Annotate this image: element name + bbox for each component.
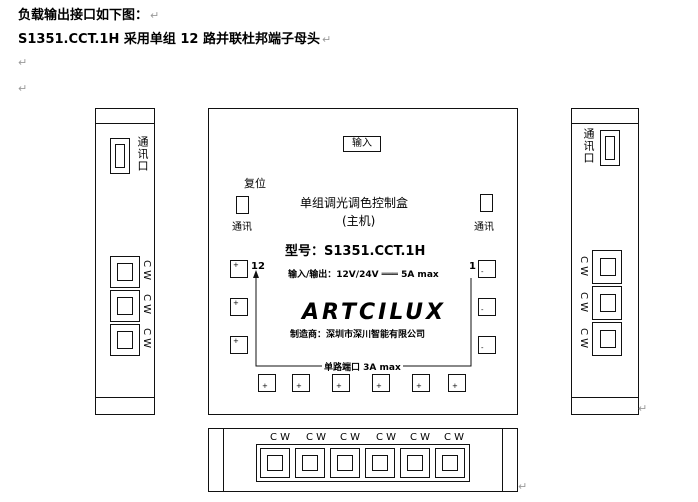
cw-connector-bottom-4	[365, 448, 395, 478]
ports-label: 单路端口 3A max	[322, 360, 403, 373]
heading-text: S1351.CCT.1H 采用单组 12 路并联杜邦端子母头	[18, 32, 320, 47]
heading-model-description: S1351.CCT.1H 采用单组 12 路并联杜邦端子母头↵	[18, 28, 331, 47]
output-terminal-9: +	[258, 374, 276, 392]
output-terminal-6: +	[372, 374, 390, 392]
cw-connector-left-3	[110, 324, 140, 356]
output-terminal-5: +	[412, 374, 430, 392]
input-label: 输入	[352, 138, 372, 149]
cw-connector-right-3	[592, 322, 622, 356]
paragraph-mark: ↵	[638, 402, 648, 415]
cw-label-bottom-2: C W	[306, 432, 327, 443]
output-terminal-12: +	[230, 260, 248, 278]
cw-connector-bottom-1	[260, 448, 290, 478]
cw-connector-right-1	[592, 250, 622, 284]
output-terminal-2: -	[478, 298, 496, 316]
paragraph-mark: ↵	[18, 82, 28, 95]
paragraph-mark: ↵	[322, 33, 332, 46]
cw-label-bottom-5: C W	[410, 432, 431, 443]
manufacturer: 制造商：深圳市深川智能有限公司	[290, 330, 426, 340]
cw-connector-bottom-6	[435, 448, 465, 478]
cw-connector-left-1	[110, 256, 140, 288]
input-label-box: 输入	[343, 136, 381, 152]
comm-port-connector-right	[600, 130, 620, 166]
output-terminal-1: -	[478, 260, 496, 278]
cw-connector-bottom-2	[295, 448, 325, 478]
heading-text: 负载输出接口如下图：	[18, 8, 149, 23]
heading-load-output: 负载输出接口如下图：↵	[18, 4, 159, 23]
paragraph-mark: ↵	[150, 9, 160, 22]
comm-port-label-right: 通讯口	[582, 128, 595, 164]
cw-label-bottom-3: C W	[340, 432, 361, 443]
output-terminal-7: +	[332, 374, 350, 392]
device-title: 单组调光调色控制盒	[300, 196, 409, 210]
port-number-1: 1	[469, 261, 476, 272]
io-spec: 输入/输出：12V/24V ═══ 5A max	[288, 270, 439, 280]
output-terminal-4: +	[448, 374, 466, 392]
comm-port-label-left: 通讯口	[136, 136, 149, 172]
output-terminal-11: +	[230, 298, 248, 316]
comm-port-connector-left	[110, 138, 130, 174]
port-number-12: 12	[251, 261, 265, 272]
cw-connector-bottom-5	[400, 448, 430, 478]
output-terminal-10: +	[230, 336, 248, 354]
paragraph-mark: ↵	[518, 480, 528, 493]
cw-label-right-3: C W	[578, 328, 589, 349]
cw-connector-left-2	[110, 290, 140, 322]
cw-label-bottom-1: C W	[270, 432, 291, 443]
comm-port-right-front	[480, 194, 493, 212]
cw-label-left-1: C W	[141, 260, 152, 281]
cw-connector-bottom-3	[330, 448, 360, 478]
cw-label-right-1: C W	[578, 256, 589, 277]
cw-label-bottom-4: C W	[376, 432, 397, 443]
cw-label-right-2: C W	[578, 292, 589, 313]
cw-connector-right-2	[592, 286, 622, 320]
device-subtitle: (主机)	[342, 214, 376, 228]
comm-label-right: 通讯	[474, 222, 494, 233]
output-terminal-8: +	[292, 374, 310, 392]
output-terminal-3: -	[478, 336, 496, 354]
model-number: 型号：S1351.CCT.1H	[285, 244, 426, 259]
bottom-connector-strip	[256, 444, 470, 482]
brand-logo: ARTCILUX	[302, 300, 446, 325]
cw-label-left-3: C W	[141, 328, 152, 349]
comm-label-left: 通讯	[232, 222, 252, 233]
reset-button	[236, 196, 249, 214]
paragraph-mark: ↵	[18, 56, 28, 69]
cw-label-left-2: C W	[141, 294, 152, 315]
cw-label-bottom-6: C W	[444, 432, 465, 443]
reset-label: 复位	[244, 177, 266, 190]
